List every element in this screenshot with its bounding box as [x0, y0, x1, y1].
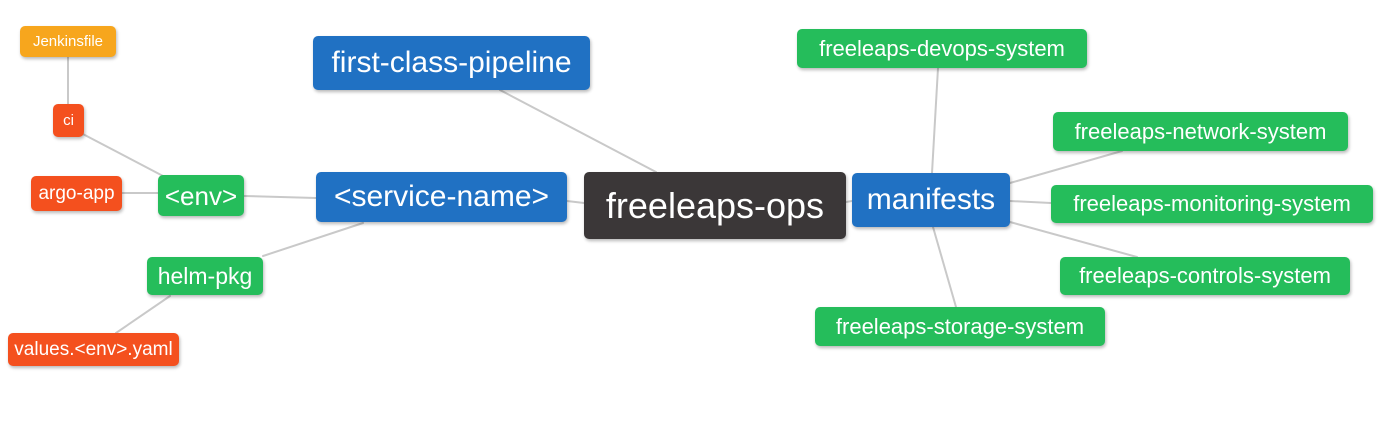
node-freeleaps-controls-system[interactable]: freeleaps-controls-system: [1060, 257, 1350, 295]
node-values-env-yaml[interactable]: values.<env>.yaml: [8, 333, 179, 366]
node-freeleaps-network-system[interactable]: freeleaps-network-system: [1053, 112, 1348, 151]
node-freeleaps-storage-system[interactable]: freeleaps-storage-system: [815, 307, 1105, 346]
edge-manifests-network: [1009, 150, 1123, 184]
node-freeleaps-ops-root[interactable]: freeleaps-ops: [584, 172, 846, 239]
node-argo-app[interactable]: argo-app: [31, 176, 122, 211]
edge-values-helm-pkg: [115, 295, 171, 334]
edge-manifests-controls: [1009, 221, 1138, 258]
node-freeleaps-devops-system[interactable]: freeleaps-devops-system: [797, 29, 1087, 68]
edge-env-service-name: [243, 195, 317, 199]
edge-ci-env: [78, 131, 164, 177]
edge-pipeline-root: [499, 89, 657, 173]
node-freeleaps-monitoring-system[interactable]: freeleaps-monitoring-system: [1051, 185, 1373, 223]
node-env[interactable]: <env>: [158, 175, 244, 216]
edge-helm-pkg-service-name: [262, 222, 364, 257]
node-helm-pkg[interactable]: helm-pkg: [147, 257, 263, 295]
node-jenkinsfile[interactable]: Jenkinsfile: [20, 26, 116, 57]
edge-manifests-storage: [932, 226, 957, 308]
node-first-class-pipeline[interactable]: first-class-pipeline: [313, 36, 590, 90]
edge-manifests-monitoring: [1009, 200, 1052, 204]
edge-manifests-devops: [931, 67, 939, 174]
node-service-name[interactable]: <service-name>: [316, 172, 567, 222]
node-manifests[interactable]: manifests: [852, 173, 1010, 227]
node-ci[interactable]: ci: [53, 104, 84, 137]
edge-service-name-root: [566, 200, 585, 204]
